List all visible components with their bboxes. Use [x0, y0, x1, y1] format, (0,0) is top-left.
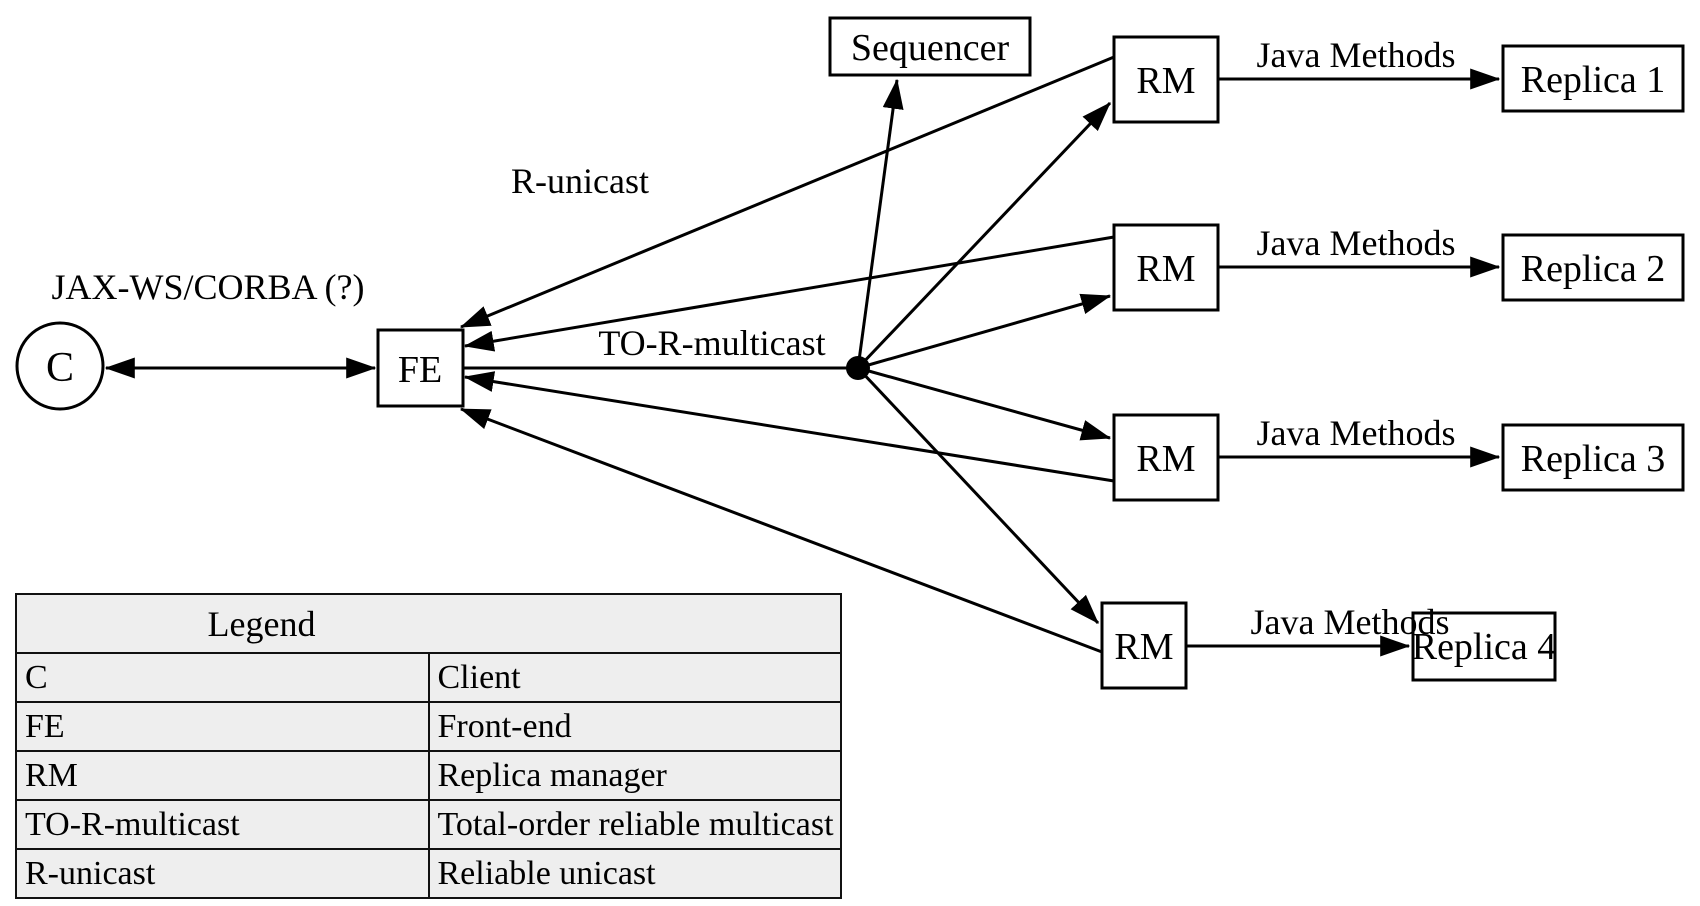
- rm1-box: [1112, 35, 1220, 124]
- replica3-label: Replica 3: [1521, 438, 1666, 480]
- legend-row-r-unicast: R-unicast Reliable unicast: [15, 848, 842, 899]
- edge-rm1-to-frontend: [459, 55, 1115, 329]
- front-end-label: FE: [398, 349, 442, 391]
- front-end-box: [376, 328, 465, 408]
- edge-multicast-to-rm1: [856, 101, 1112, 370]
- legend-row-client: C Client: [15, 652, 842, 703]
- rm3-box: [1112, 413, 1220, 502]
- legend-table: Legend C Client FE Front-end RM Replica …: [15, 593, 842, 899]
- edge-rm4-to-frontend: [459, 407, 1103, 654]
- rm4-label: RM: [1114, 626, 1173, 668]
- edge-multicast-to-rm4: [856, 366, 1100, 625]
- legend-term: FE: [15, 701, 430, 752]
- edge-multicast-to-sequencer: [856, 78, 904, 369]
- client-node: [15, 321, 105, 411]
- rm1-label: RM: [1136, 60, 1195, 102]
- edge-rm3-to-frontend: [463, 371, 1115, 483]
- replica2-label: Replica 2: [1521, 248, 1666, 290]
- legend-title: Legend: [15, 593, 842, 654]
- rm2-label: RM: [1136, 248, 1195, 290]
- multicast-point: [846, 356, 870, 380]
- legend-definition: Replica manager: [427, 750, 842, 801]
- legend-definition: Reliable unicast: [427, 848, 842, 899]
- legend-definition: Total-order reliable multicast: [427, 799, 842, 850]
- legend-row-to-r-multicast: TO-R-multicast Total-order reliable mult…: [15, 799, 842, 850]
- client-node-label: C: [46, 345, 74, 391]
- java-methods-label-2: Java Methods: [1257, 223, 1456, 263]
- r-unicast-label: R-unicast: [511, 161, 649, 201]
- rm2-box: [1112, 223, 1220, 312]
- legend-row-frontend: FE Front-end: [15, 701, 842, 752]
- replica1-box: [1501, 44, 1685, 113]
- edge-multicast-to-rm2: [857, 293, 1112, 370]
- replica4-box: [1411, 611, 1557, 682]
- replica1-label: Replica 1: [1521, 59, 1666, 101]
- legend-term: C: [15, 652, 430, 703]
- replica4-label: Replica 4: [1412, 626, 1557, 668]
- java-methods-label-4: Java Methods: [1251, 602, 1450, 642]
- legend-row-rm: RM Replica manager: [15, 750, 842, 801]
- sequencer-box: [828, 16, 1032, 77]
- legend-table-grid: Legend C Client FE Front-end RM Replica …: [15, 593, 842, 899]
- java-methods-label-1: Java Methods: [1257, 35, 1456, 75]
- legend-term: RM: [15, 750, 430, 801]
- replica2-box: [1501, 233, 1685, 302]
- legend-definition: Client: [427, 652, 842, 703]
- legend-term: TO-R-multicast: [15, 799, 430, 850]
- edge-rm2-to-frontend: [463, 235, 1115, 352]
- edge-multicast-to-rm3: [857, 366, 1112, 441]
- legend-header-row: Legend: [15, 593, 842, 654]
- sequencer-label: Sequencer: [851, 27, 1010, 69]
- rm3-label: RM: [1136, 438, 1195, 480]
- legend-definition: Front-end: [427, 701, 842, 752]
- to-r-multicast-label: TO-R-multicast: [598, 323, 825, 363]
- client-fe-protocol-label: JAX-WS/CORBA (?): [52, 267, 365, 307]
- java-methods-label-3: Java Methods: [1257, 413, 1456, 453]
- legend-term: R-unicast: [15, 848, 430, 899]
- rm4-box: [1100, 601, 1188, 690]
- replica3-box: [1501, 423, 1685, 492]
